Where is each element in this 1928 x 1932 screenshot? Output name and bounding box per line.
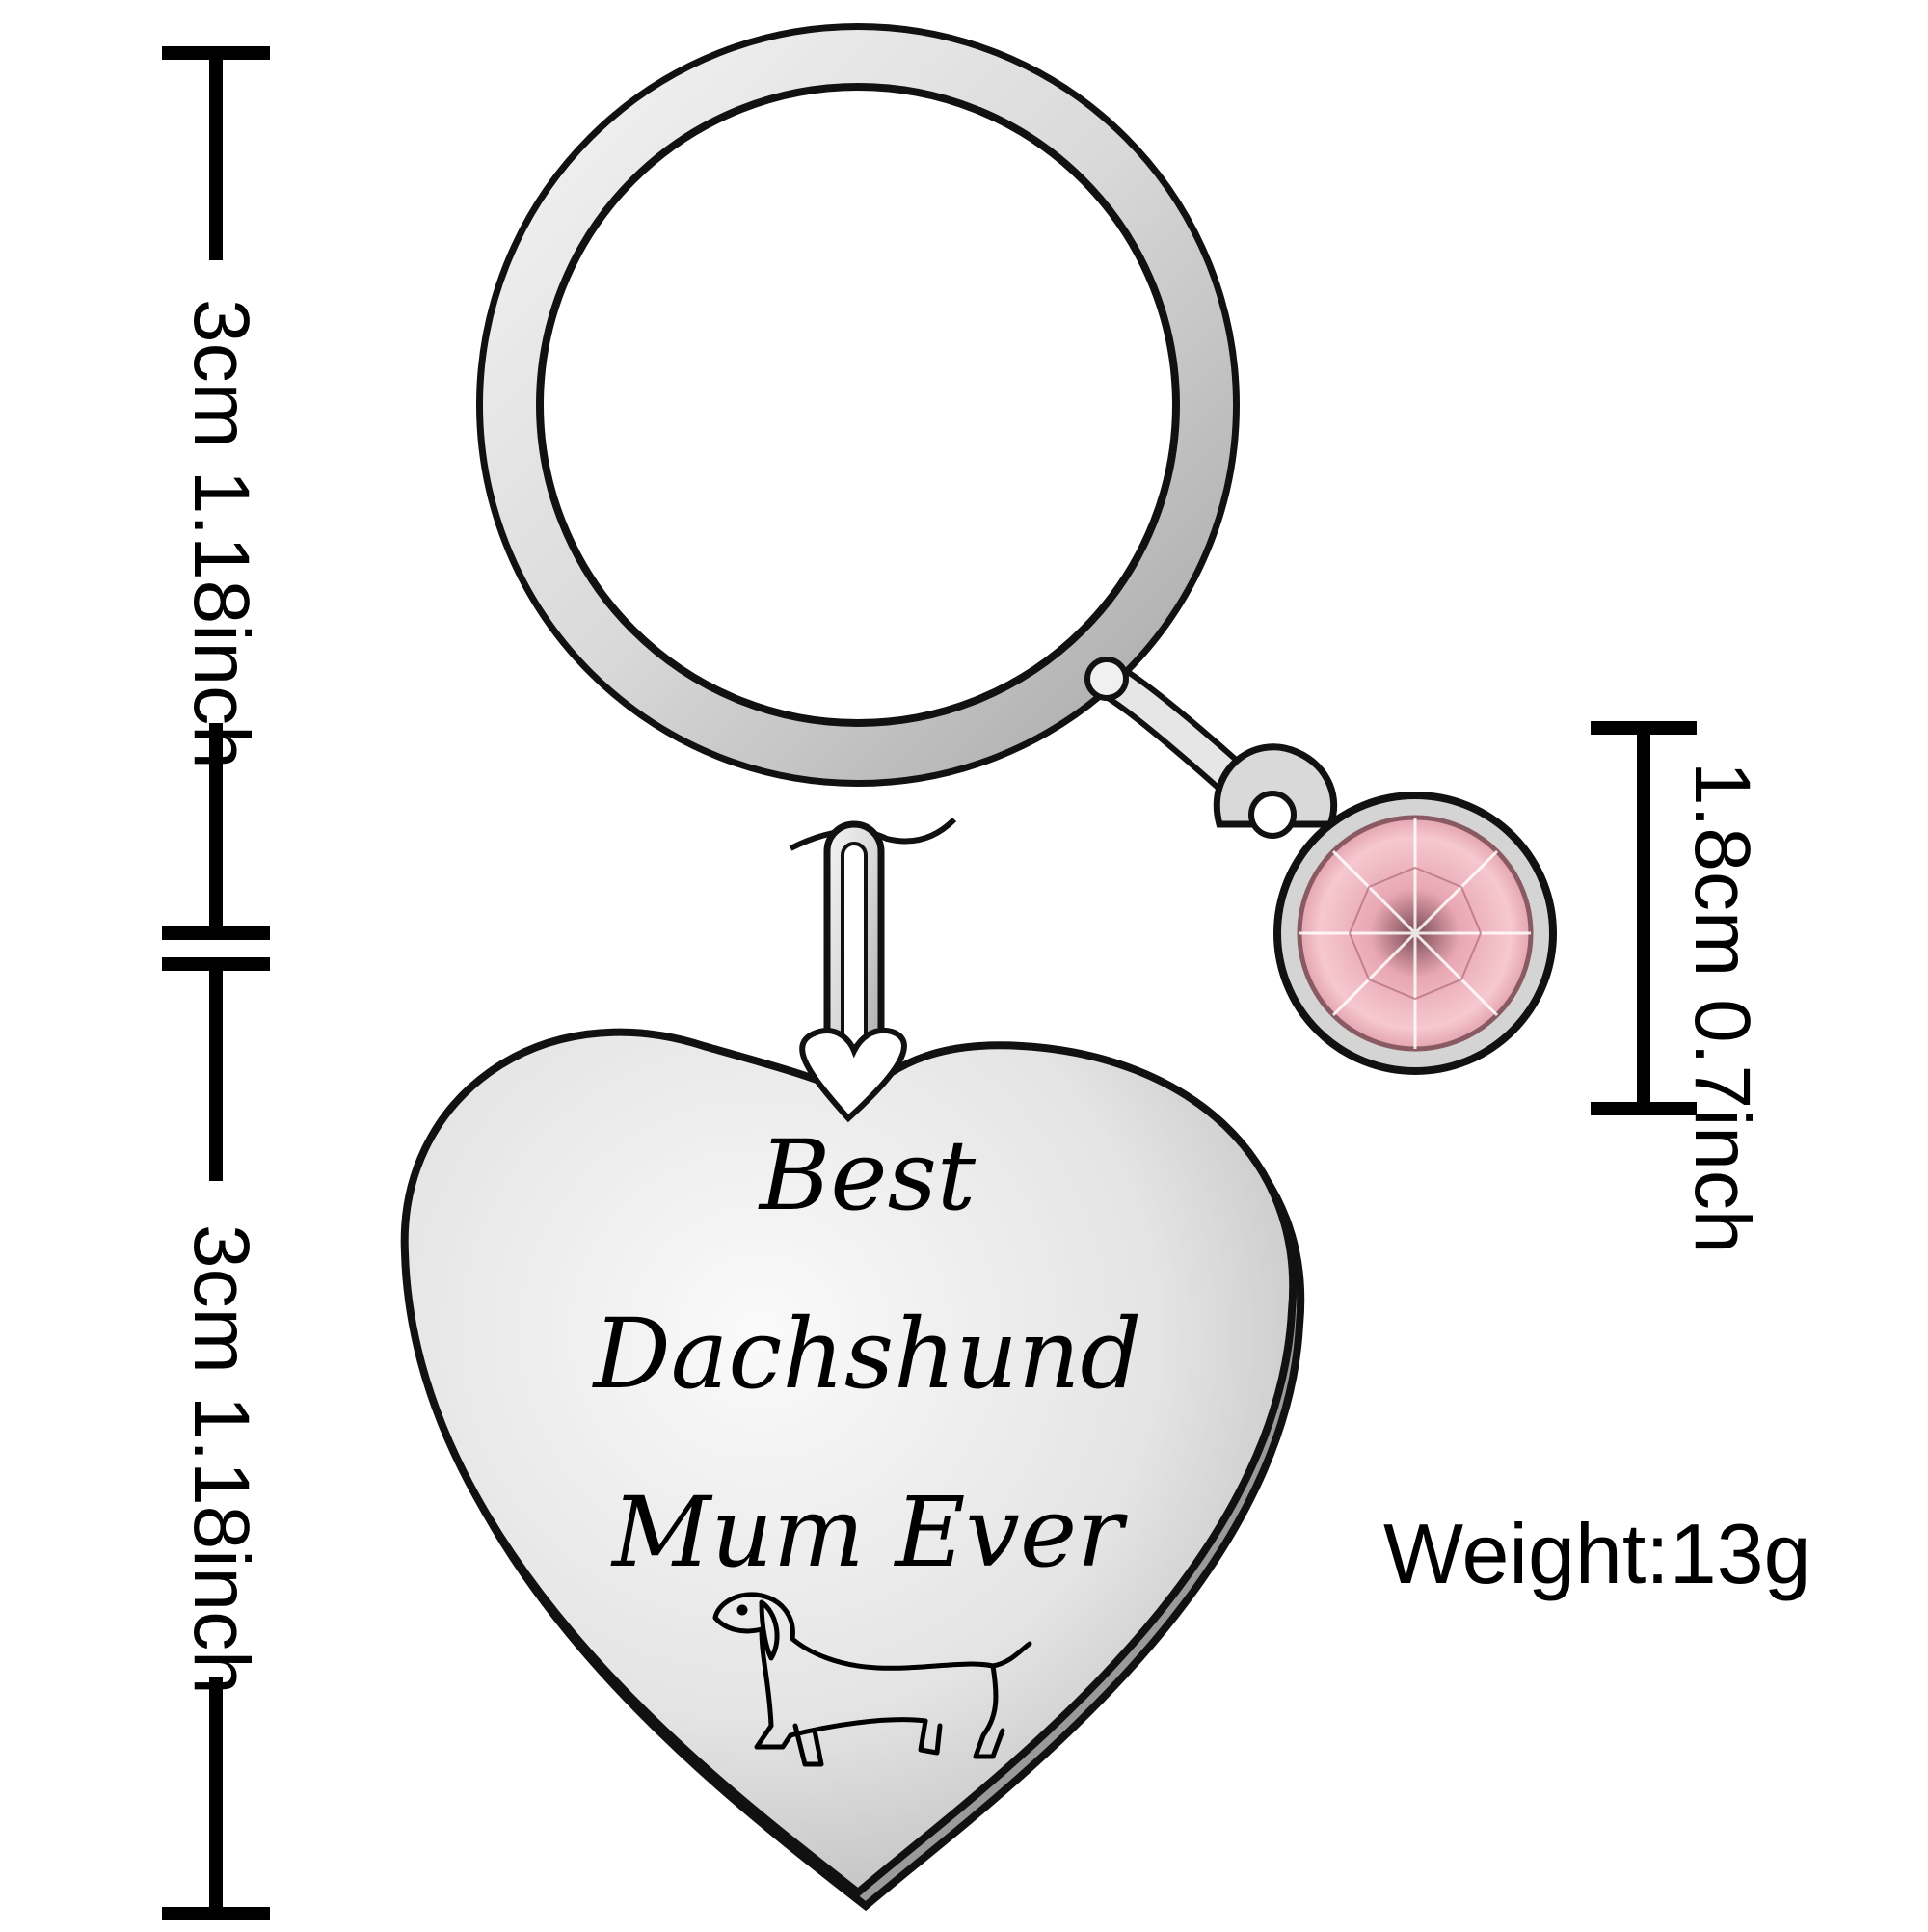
pink-gemstone-icon [1213,743,1557,1075]
pendant-height-label: 3cm 1.18inch [177,1224,265,1695]
dachshund-icon [712,1592,1032,1767]
dimension-line-pendant [162,957,270,1920]
engraving-line-3: Mum Ever [612,1476,1123,1589]
charm-height-label: 1.8cm 0.7inch [1678,762,1766,1254]
heart-pendant [400,1027,1305,1912]
weight-label: Weight:13g [1383,1506,1811,1601]
dimension-line-ring [162,46,270,940]
key-ring [476,23,1240,851]
engraving-line-2: Dachshund [593,1298,1142,1410]
dimension-line-charm [1591,721,1697,1115]
engraving-line-1: Best [759,1119,977,1232]
ring-height-label: 3cm 1.18inch [177,299,265,769]
